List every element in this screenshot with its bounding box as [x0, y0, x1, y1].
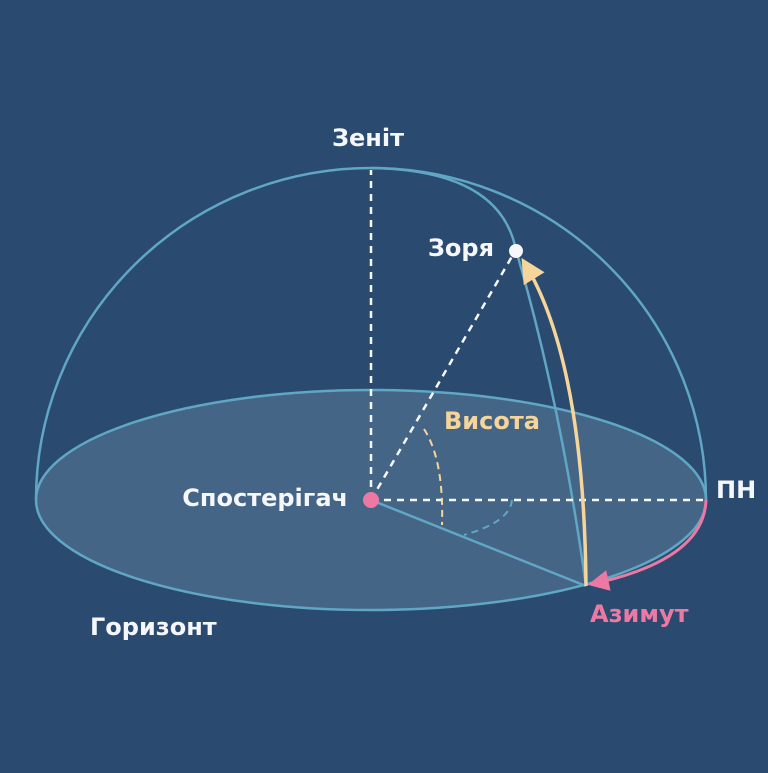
azimuth-angle-arc	[463, 499, 513, 536]
azimuth-foot-line	[370, 498, 587, 588]
star-line	[369, 252, 516, 501]
zenith-label: Зеніт	[332, 124, 404, 152]
north-label: ПН	[716, 476, 756, 504]
observer-label: Спостерігач	[182, 484, 348, 512]
horizon-label: Горизонт	[90, 613, 217, 641]
altitude-angle-arc	[423, 428, 444, 526]
azimuth-arrow	[587, 499, 708, 591]
altitude-label: Висота	[444, 407, 540, 435]
star-point	[509, 244, 523, 258]
azimuth-label: Азимут	[590, 600, 689, 628]
altitude-arrow	[521, 257, 588, 587]
star-label: Зоря	[428, 234, 494, 262]
observer-point	[363, 492, 379, 508]
